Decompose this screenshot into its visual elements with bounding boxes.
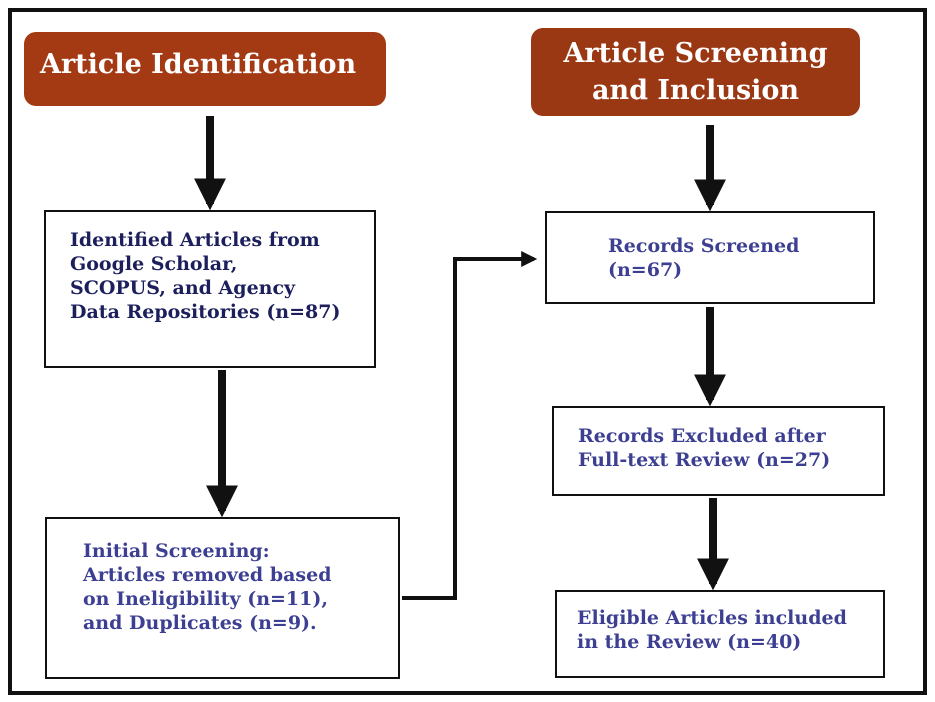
eligible-line-2: in the Review (n=40) [577,631,802,653]
header-article-identification: Article Identification [24,32,386,106]
initial-screening-line-2: Articles removed based [83,564,332,586]
identified-articles-box: Identified Articles from Google Scholar,… [44,210,376,368]
identified-line-2: Google Scholar, [70,253,238,275]
records-screened-box: Records Screened (n=67) [545,211,875,304]
identified-line-3: SCOPUS, and Agency [70,277,296,299]
records-screened-line-2: (n=67) [608,259,683,281]
initial-screening-line-4: and Duplicates (n=9). [83,612,317,634]
header-article-screening-inclusion: Article Screening and Inclusion [531,28,860,116]
records-excluded-line-2: Full-text Review (n=27) [578,449,831,471]
records-excluded-line-1: Records Excluded after [578,425,826,447]
records-excluded-box: Records Excluded after Full-text Review … [552,406,885,496]
identified-line-4: Data Repositories (n=87) [70,301,341,323]
header-identification-text: Article Identification [40,49,357,80]
identified-line-1: Identified Articles from [70,229,320,251]
arrow-initial-screening-to-records-screened [402,251,538,600]
header-screening-line-1: Article Screening [563,38,828,69]
records-screened-line-1: Records Screened [608,235,800,257]
initial-screening-line-3: on Ineligibility (n=11), [83,588,328,610]
header-screening-line-2: and Inclusion [591,75,800,106]
initial-screening-line-1: Initial Screening: [83,540,270,562]
eligible-articles-box: Eligible Articles included in the Review… [555,590,885,678]
initial-screening-box: Initial Screening: Articles removed base… [45,517,400,679]
eligible-line-1: Eligible Articles included [577,607,847,629]
